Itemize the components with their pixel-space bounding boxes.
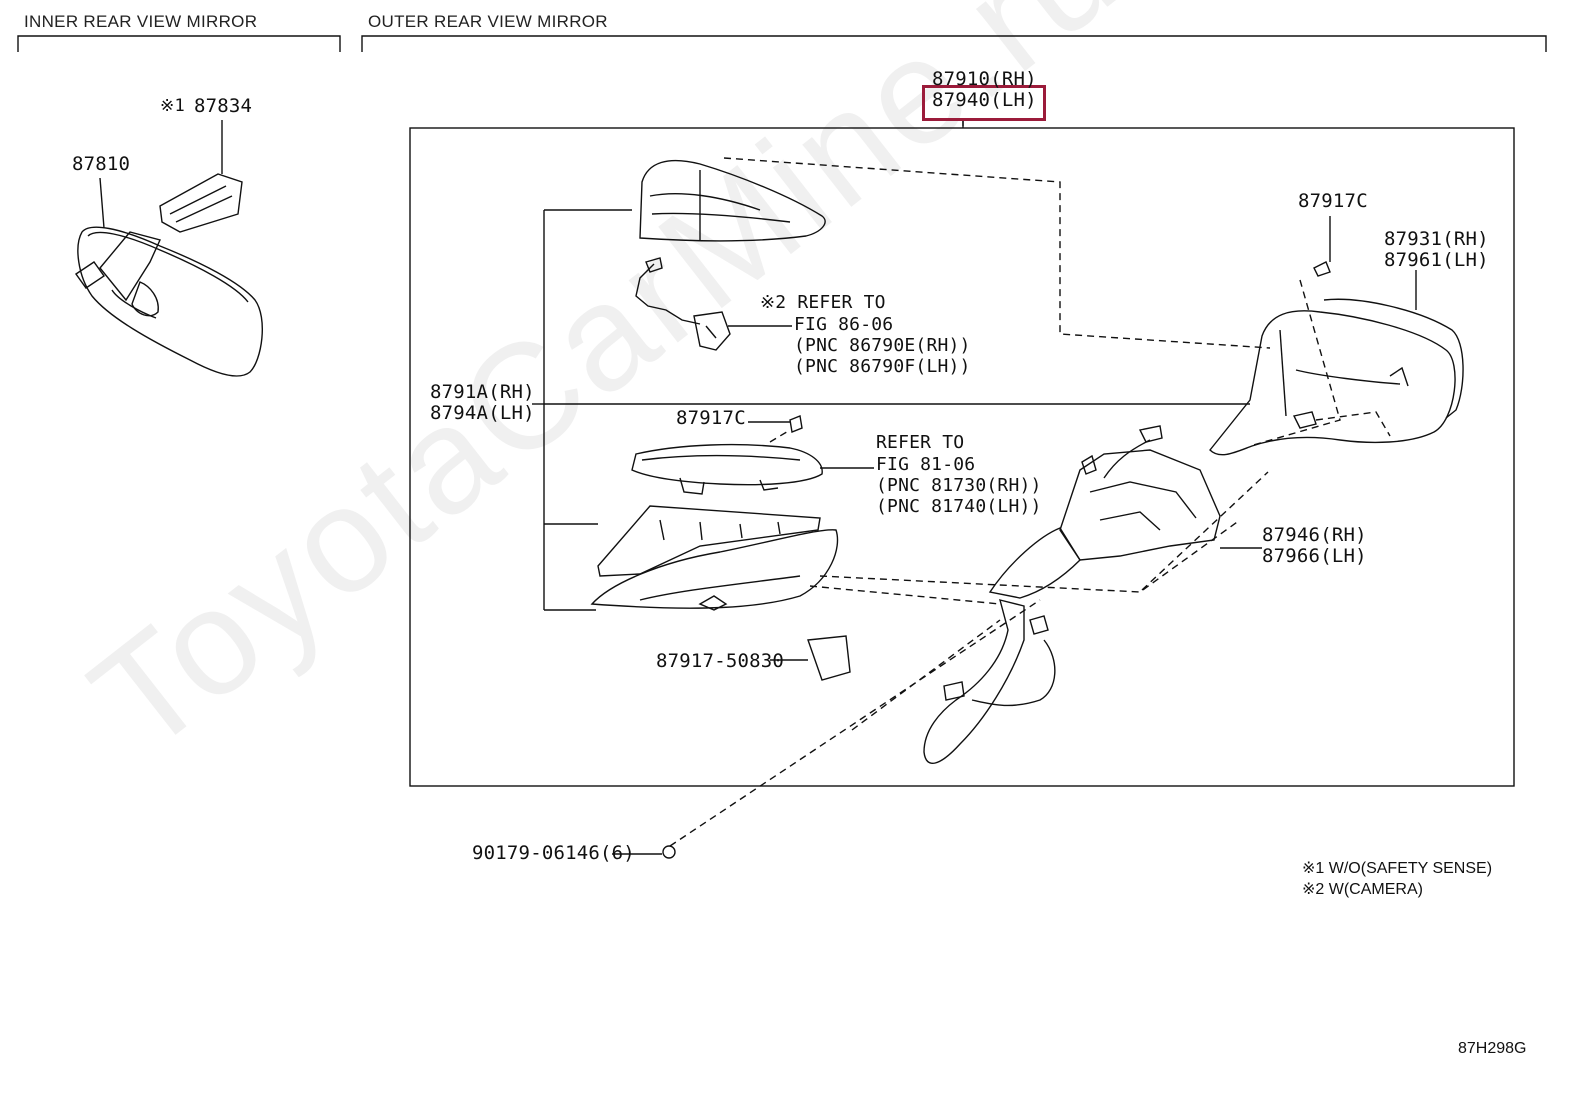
section-inner-label: INNER REAR VIEW MIRROR bbox=[24, 12, 258, 31]
mirror-base-drawing bbox=[923, 527, 1081, 764]
mirror-cover-drawing bbox=[639, 159, 826, 242]
turn-ref-line1: REFER TO bbox=[876, 432, 965, 453]
selected-part-highlight bbox=[922, 85, 1046, 121]
part-87946-label[interactable]: 87946(RH) bbox=[1262, 524, 1367, 546]
turn-ref-line2[interactable]: FIG 81-06 bbox=[876, 454, 976, 475]
outer-assembly-box bbox=[409, 127, 1515, 787]
inner-mirror-drawing bbox=[75, 226, 264, 377]
part-90179-label[interactable]: 90179-06146(6) bbox=[472, 842, 635, 864]
figure-code: 87H298G bbox=[1458, 1040, 1527, 1057]
part-87940-label[interactable]: 87940(LH) bbox=[932, 89, 1037, 111]
footnote-2: ※2 W(CAMERA) bbox=[1302, 881, 1423, 898]
footnote-1: ※1 W/O(SAFETY SENSE) bbox=[1302, 860, 1493, 877]
mirror-glass-drawing bbox=[1209, 298, 1464, 456]
inner-section-bracket bbox=[17, 35, 341, 52]
screw-top-drawing bbox=[1313, 261, 1331, 277]
turn-ref-line4: (PNC 81740(LH)) bbox=[876, 496, 1042, 517]
part-87834-label[interactable]: 87834 bbox=[194, 95, 253, 117]
part-87966-label[interactable]: 87966(LH) bbox=[1262, 545, 1367, 567]
screw-mid-drawing bbox=[789, 415, 803, 433]
sensor-cover-drawing bbox=[159, 173, 243, 233]
part-87917c-top-label[interactable]: 87917C bbox=[1298, 190, 1368, 212]
turn-ref-line3: (PNC 81730(RH)) bbox=[876, 475, 1042, 496]
turn-signal-drawing bbox=[631, 443, 823, 495]
part-87917-50830-label[interactable]: 87917-50830 bbox=[656, 650, 785, 672]
camera-harness-drawing bbox=[635, 257, 731, 351]
part-87961-label[interactable]: 87961(LH) bbox=[1384, 249, 1489, 271]
lower-cover-drawing bbox=[590, 505, 839, 611]
clip-drawing bbox=[807, 635, 851, 681]
part-8791a-label[interactable]: 8791A(RH) bbox=[430, 381, 535, 403]
mirror-actuator-drawing bbox=[1059, 425, 1221, 561]
part-87810-label[interactable]: 87810 bbox=[72, 153, 131, 175]
nut-drawing bbox=[662, 845, 676, 859]
outer-section-bracket bbox=[361, 35, 1547, 52]
camera-ref-line1: ※2 REFER TO bbox=[760, 292, 886, 313]
camera-ref-line2[interactable]: FIG 86-06 bbox=[794, 314, 894, 335]
camera-ref-line3: (PNC 86790E(RH)) bbox=[794, 335, 971, 356]
section-outer-label: OUTER REAR VIEW MIRROR bbox=[368, 12, 608, 31]
camera-ref-line4: (PNC 86790F(LH)) bbox=[794, 356, 971, 377]
part-8794a-label[interactable]: 8794A(LH) bbox=[430, 402, 535, 424]
part-87917c-mid-label[interactable]: 87917C bbox=[676, 407, 746, 429]
part-87834-mark: ※1 bbox=[160, 96, 185, 116]
part-87910-label[interactable]: 87910(RH) bbox=[932, 68, 1037, 90]
part-87931-label[interactable]: 87931(RH) bbox=[1384, 228, 1489, 250]
